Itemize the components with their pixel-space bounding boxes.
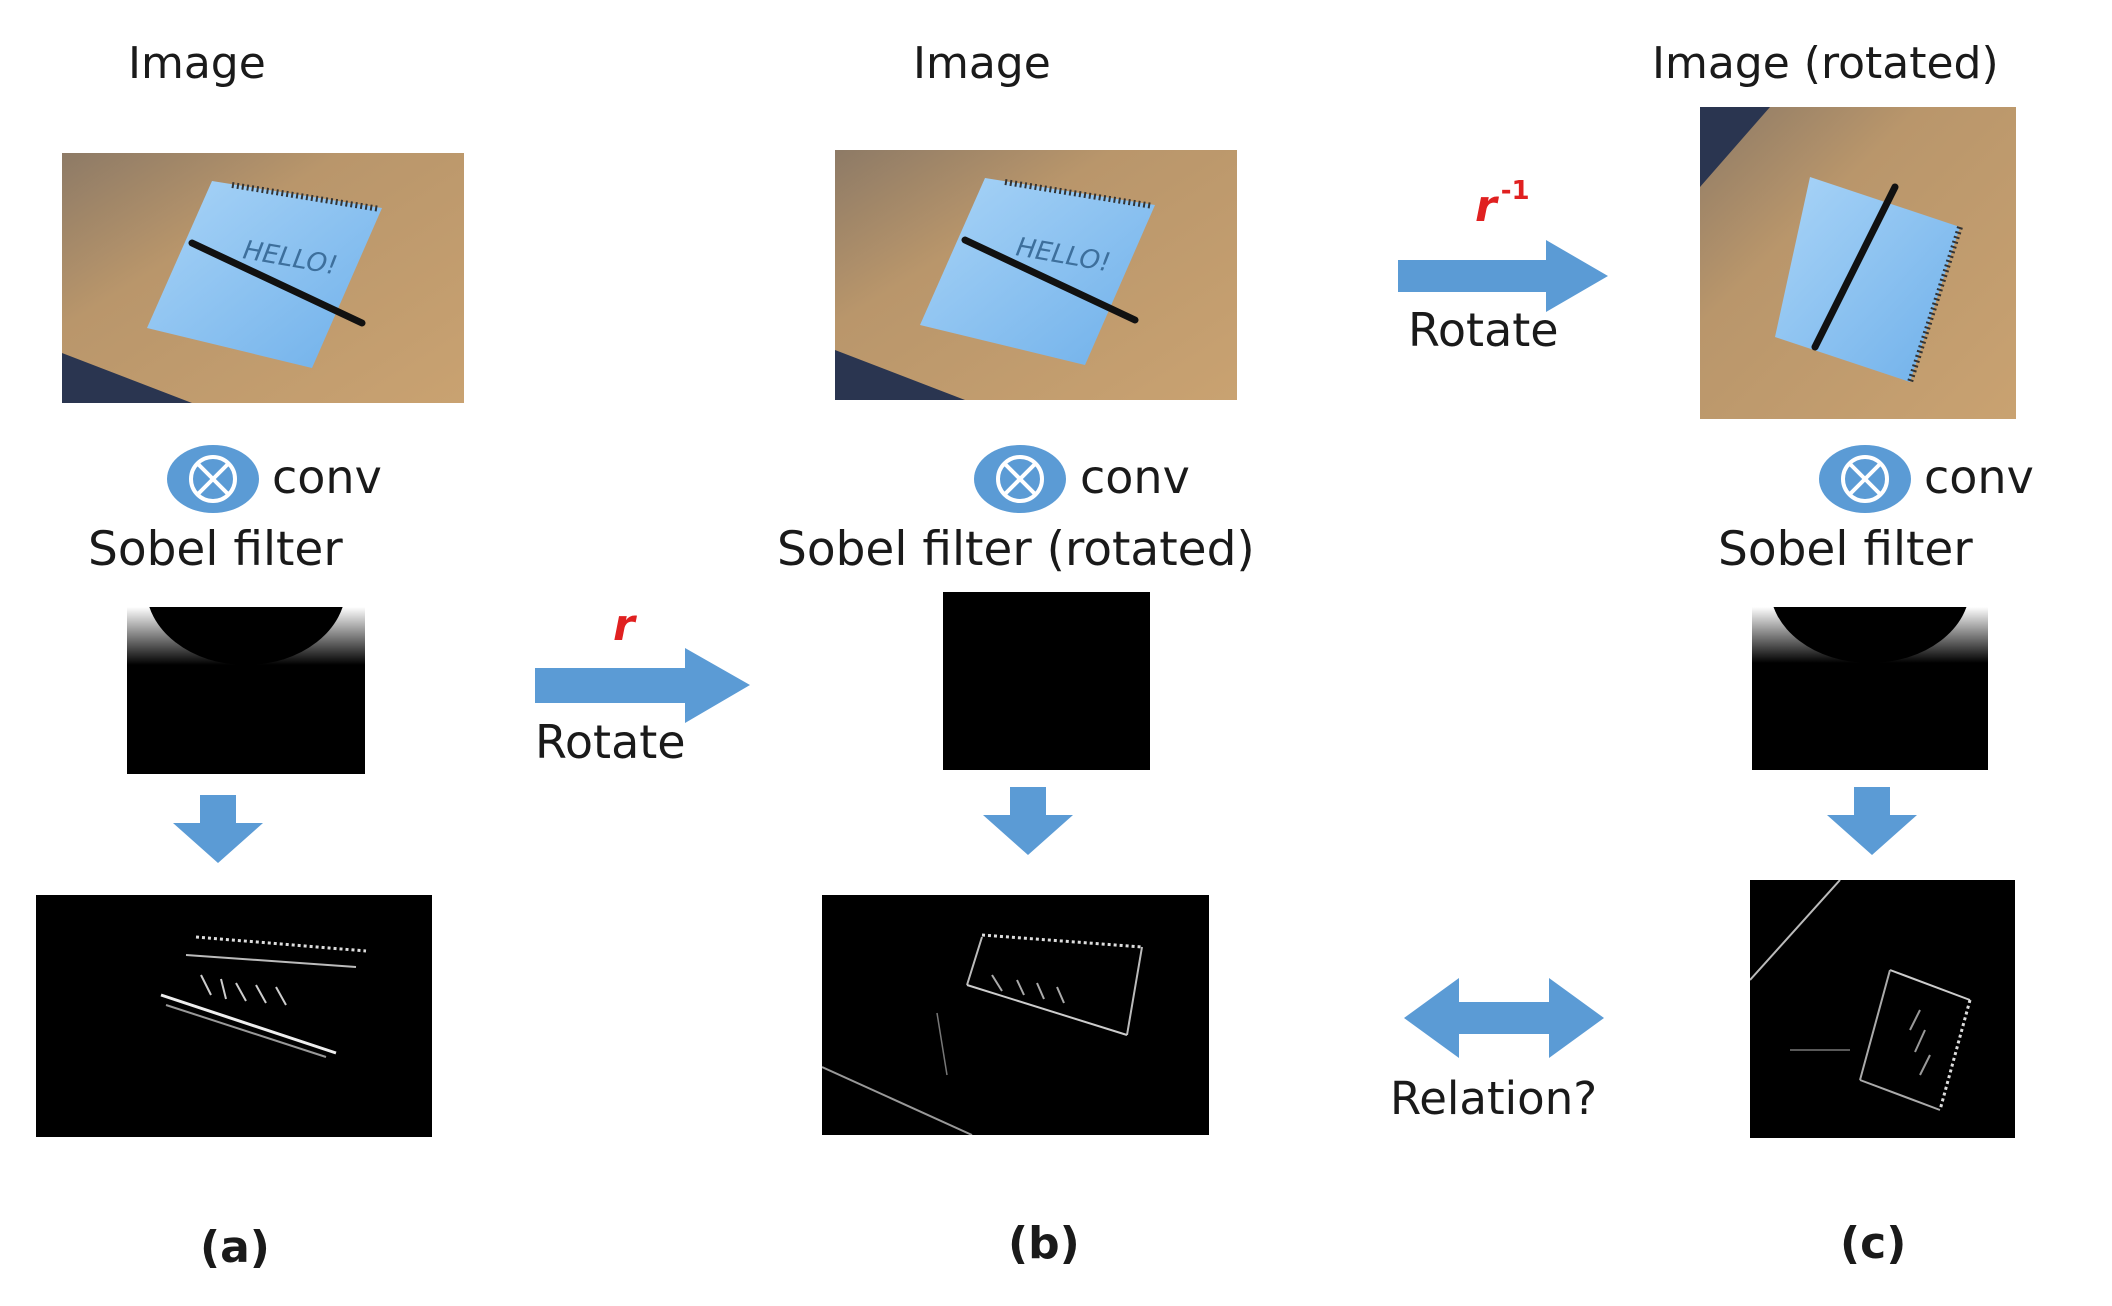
panel-c-edge-output	[1750, 880, 2015, 1138]
panel-a-caption: (a)	[200, 1222, 270, 1273]
panel-c-title: Image (rotated)	[1652, 38, 1999, 89]
conv-icon	[972, 443, 1068, 515]
rotate-inverse-symbol: r-1	[1475, 176, 1530, 232]
panel-a-edge-output	[36, 895, 432, 1137]
panel-b-caption: (b)	[1008, 1218, 1080, 1269]
rotate-forward-label: Rotate	[535, 715, 686, 769]
panel-b-conv-label: conv	[1080, 450, 1190, 504]
panel-a-down-arrow	[173, 795, 263, 863]
conv-icon	[165, 443, 261, 515]
relation-double-arrow	[1404, 978, 1604, 1058]
relation-label: Relation?	[1390, 1072, 1598, 1125]
panel-c-caption: (c)	[1840, 1218, 1907, 1269]
conv-icon	[1817, 443, 1913, 515]
panel-c-sobel-filter	[1752, 607, 1988, 770]
panel-c-filter-label: Sobel filter	[1718, 522, 1973, 577]
rotate-forward-arrow	[535, 648, 750, 723]
panel-b-image: HELLO!	[835, 150, 1237, 400]
panel-a-title: Image	[128, 38, 266, 89]
panel-b-edge-output	[822, 895, 1209, 1135]
rotate-inverse-symbol-text: r	[1475, 181, 1497, 232]
rotate-inverse-label: Rotate	[1408, 303, 1559, 357]
panel-b-title: Image	[913, 38, 1051, 89]
panel-c-image	[1700, 107, 2016, 419]
panel-b-filter-label: Sobel filter (rotated)	[777, 522, 1255, 577]
panel-a-conv-label: conv	[272, 450, 382, 504]
panel-a-image: HELLO!	[62, 153, 464, 403]
panel-b-sobel-filter	[943, 592, 1150, 770]
panel-a-filter-label: Sobel filter	[88, 522, 343, 577]
panel-c-conv-label: conv	[1924, 450, 2034, 504]
panel-a-sobel-filter	[127, 607, 365, 774]
panel-b-down-arrow	[983, 787, 1073, 855]
rotate-inverse-arrow	[1398, 240, 1608, 312]
rotate-forward-symbol: r	[613, 600, 635, 651]
panel-c-down-arrow	[1827, 787, 1917, 855]
rotate-inverse-exponent: -1	[1500, 176, 1530, 206]
